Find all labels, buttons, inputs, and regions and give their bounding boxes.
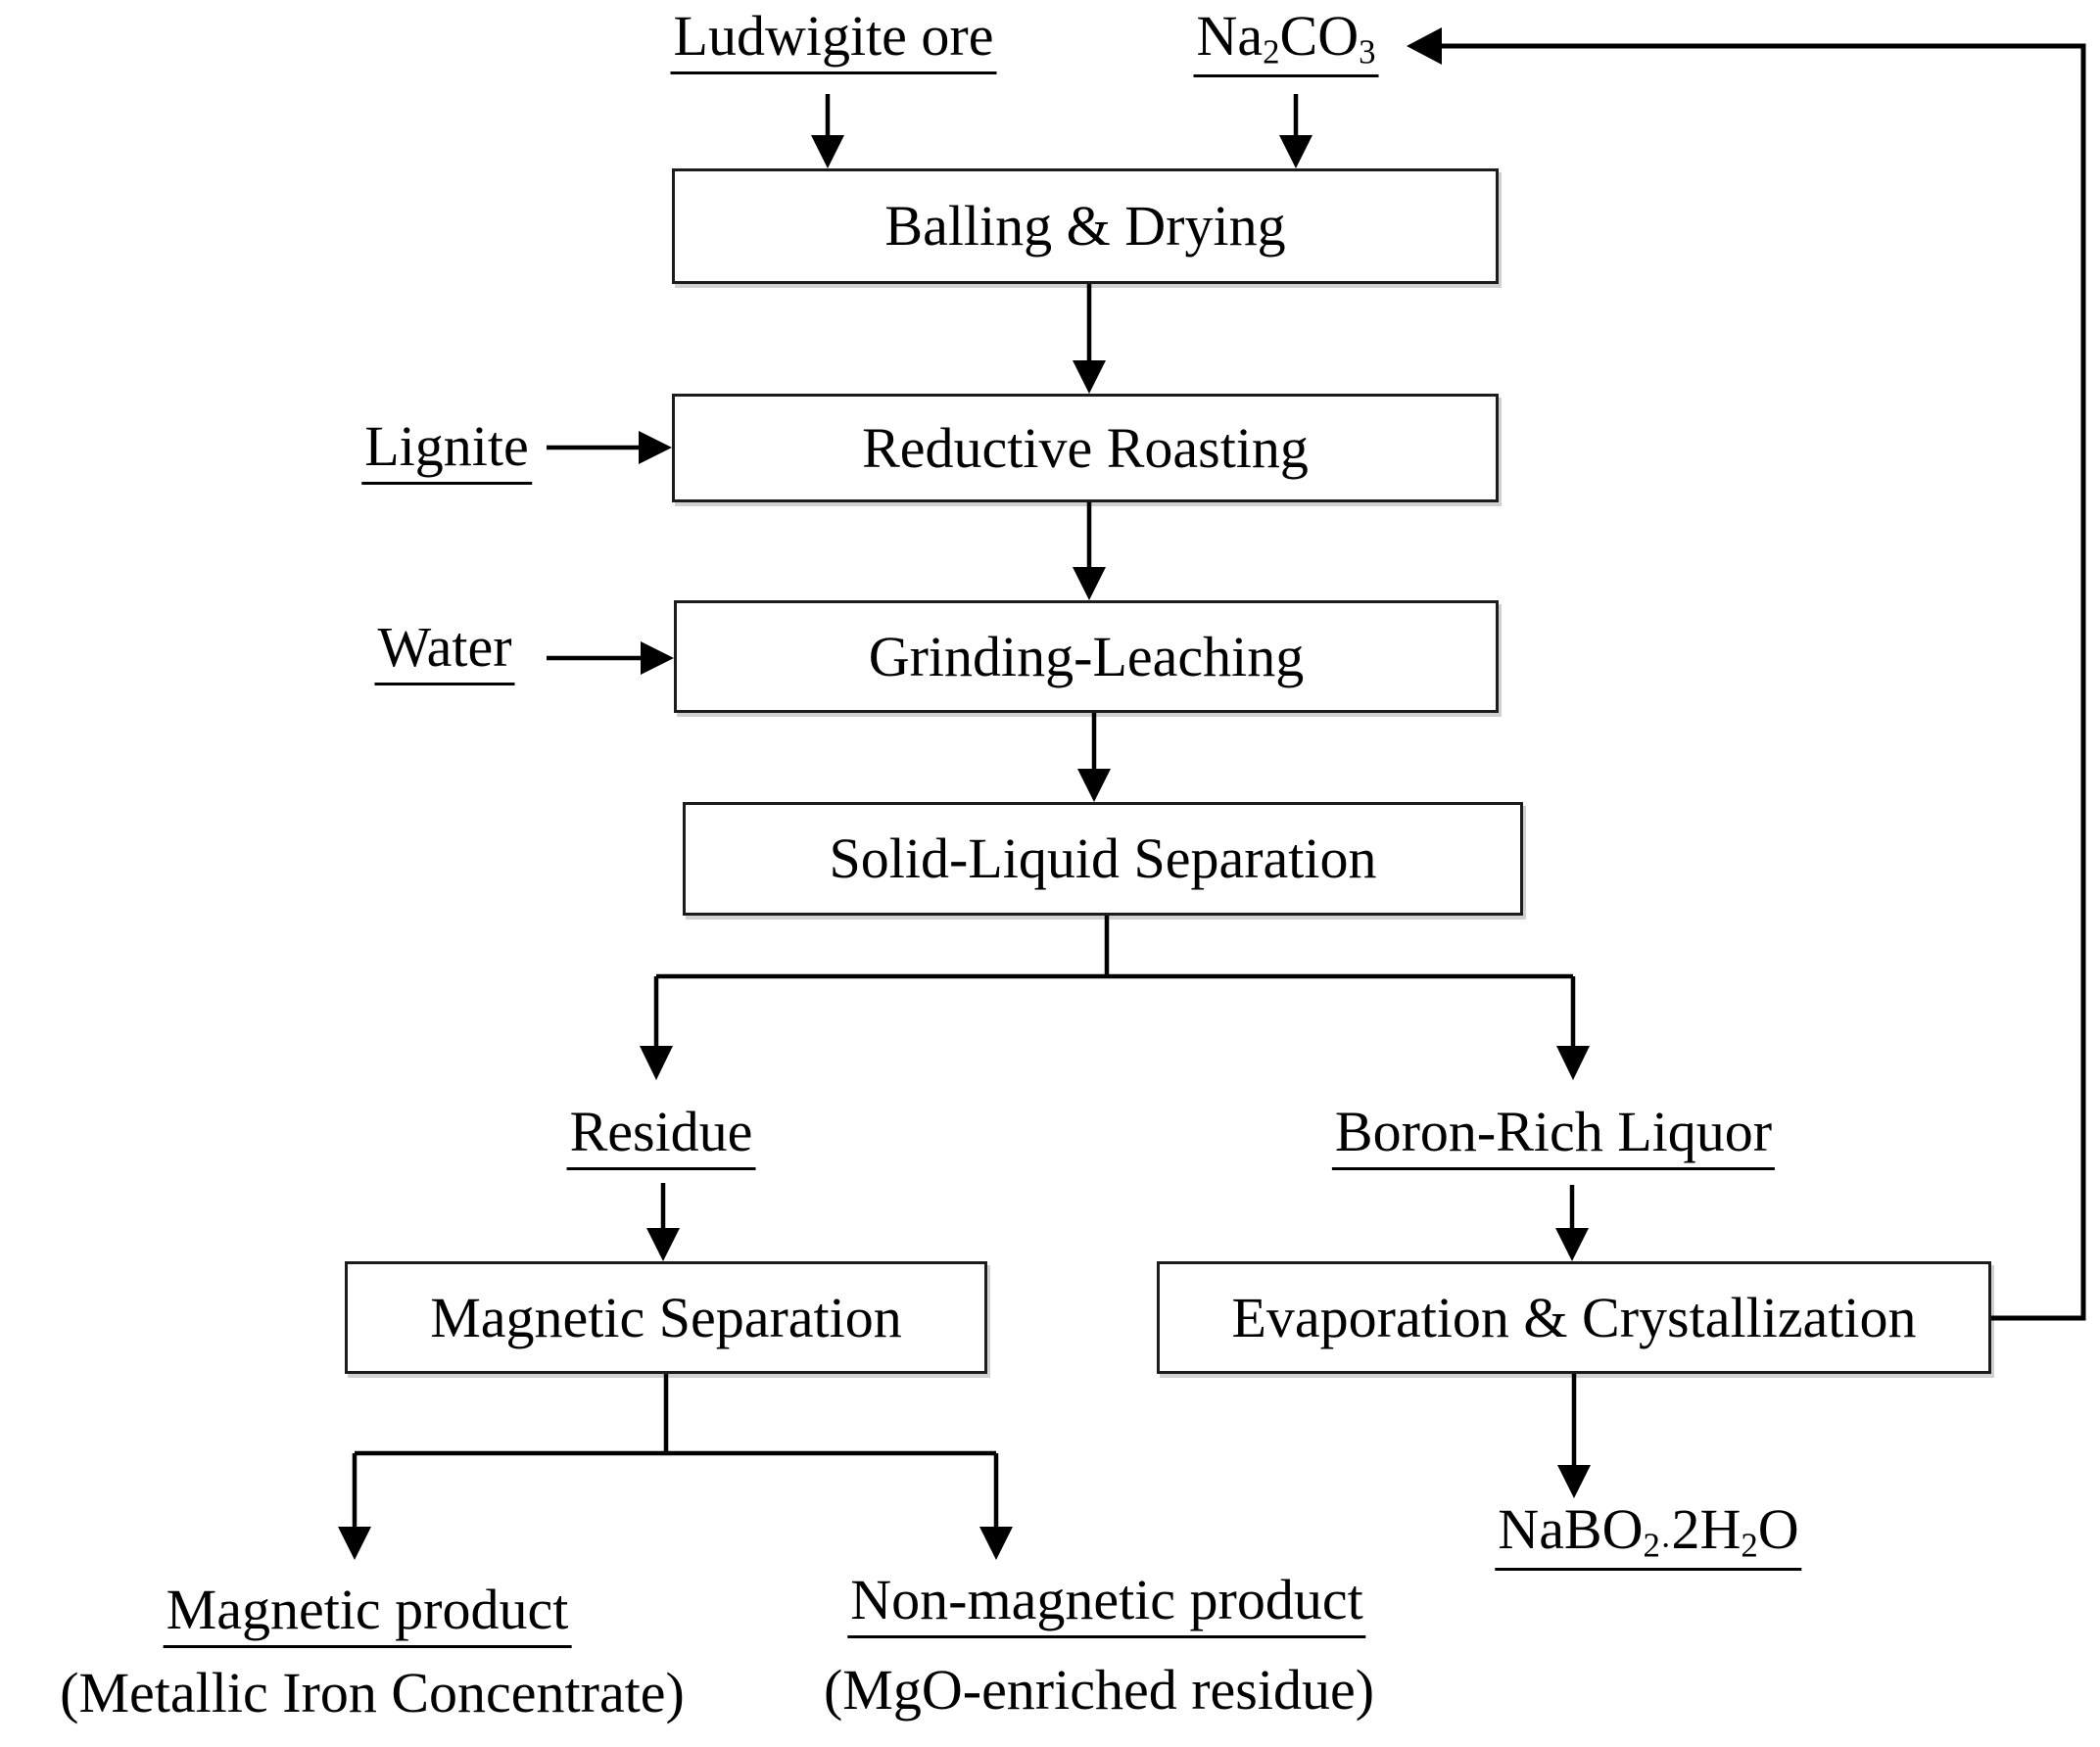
stream-label-boron-rich-liquor-text: Boron-Rich Liquor <box>1331 1100 1776 1170</box>
input-label-water-text: Water <box>374 615 515 685</box>
output-sublabel-mgo-enriched-residue: (MgO-enriched residue) <box>823 1658 1375 1723</box>
process-label-reductive-roasting: Reductive Roasting <box>862 415 1309 480</box>
input-label-water: Water <box>374 615 515 685</box>
output-label-non-magnetic-product: Non-magnetic product <box>847 1568 1366 1638</box>
process-box-magnetic-separation: Magnetic Separation <box>345 1261 987 1374</box>
process-box-grinding-leaching: Grinding-Leaching <box>674 600 1499 713</box>
input-label-ludwigite-ore-text: Ludwigite ore <box>670 4 997 74</box>
arrow-split-to-boron-head <box>1556 1046 1590 1080</box>
arrow-evaporation-to-nabo2-head <box>1557 1465 1591 1498</box>
output-sublabel-metallic-iron-concentrate-text: (Metallic Iron Concentrate) <box>60 1661 685 1724</box>
input-label-ludwigite-ore: Ludwigite ore <box>670 4 997 74</box>
connector-recycle-loop <box>1440 43 2086 1321</box>
arrow-water-to-grinding-head <box>641 641 674 675</box>
stream-label-residue-text: Residue <box>566 1100 756 1170</box>
arrow-reductive-to-grinding-head <box>1073 567 1106 600</box>
arrow-balling-to-reductive-head <box>1073 360 1106 394</box>
output-sublabel-metallic-iron-concentrate: (Metallic Iron Concentrate) <box>60 1661 685 1725</box>
input-label-na2co3: Na2CO3 <box>1193 4 1379 78</box>
input-label-na2co3-text: Na2CO3 <box>1193 4 1379 78</box>
arrow-ludwigite-to-balling-head <box>811 135 844 168</box>
arrow-boron-to-evaporation-head <box>1555 1228 1589 1261</box>
output-label-non-magnetic-product-text: Non-magnetic product <box>847 1568 1366 1638</box>
output-sublabel-mgo-enriched-residue-text: (MgO-enriched residue) <box>823 1658 1375 1722</box>
process-label-grinding-leaching: Grinding-Leaching <box>868 624 1305 688</box>
arrow-na2co3-to-balling-head <box>1279 135 1312 168</box>
process-box-evaporation-crystallization: Evaporation & Crystallization <box>1157 1261 1991 1374</box>
process-box-reductive-roasting: Reductive Roasting <box>672 394 1499 502</box>
arrow-lignite-to-reductive-head <box>639 431 672 464</box>
output-label-magnetic-product: Magnetic product <box>163 1578 572 1648</box>
output-label-nabo2-2h2o-text: NaBO2·2H2O <box>1495 1497 1802 1572</box>
process-box-balling-drying: Balling & Drying <box>672 168 1499 284</box>
arrow-residue-to-magnetic-head <box>646 1228 680 1261</box>
connector-magnetic-split <box>352 1374 999 1531</box>
arrow-split-to-nonmagnetic-product-head <box>979 1527 1013 1560</box>
stream-label-boron-rich-liquor: Boron-Rich Liquor <box>1331 1100 1776 1170</box>
output-label-nabo2-2h2o: NaBO2·2H2O <box>1495 1497 1802 1572</box>
process-box-solid-liquid-separation: Solid-Liquid Separation <box>683 802 1523 916</box>
arrow-grinding-to-solidliquid-head <box>1077 769 1111 802</box>
process-label-magnetic-separation: Magnetic Separation <box>430 1285 902 1349</box>
arrow-recycle-to-na2co3-head <box>1407 27 1442 65</box>
process-label-balling-drying: Balling & Drying <box>884 194 1286 258</box>
process-label-evaporation-crystallization: Evaporation & Crystallization <box>1231 1285 1917 1349</box>
input-label-lignite: Lignite <box>361 414 532 485</box>
output-label-magnetic-product-text: Magnetic product <box>163 1578 572 1648</box>
stream-label-residue: Residue <box>566 1100 756 1170</box>
input-label-lignite-text: Lignite <box>361 414 532 485</box>
arrow-split-to-magnetic-product-head <box>338 1527 371 1560</box>
process-label-solid-liquid-separation: Solid-Liquid Separation <box>829 826 1377 890</box>
arrow-split-to-residue-head <box>640 1046 673 1080</box>
connector-solidliquid-split <box>653 916 1576 1050</box>
